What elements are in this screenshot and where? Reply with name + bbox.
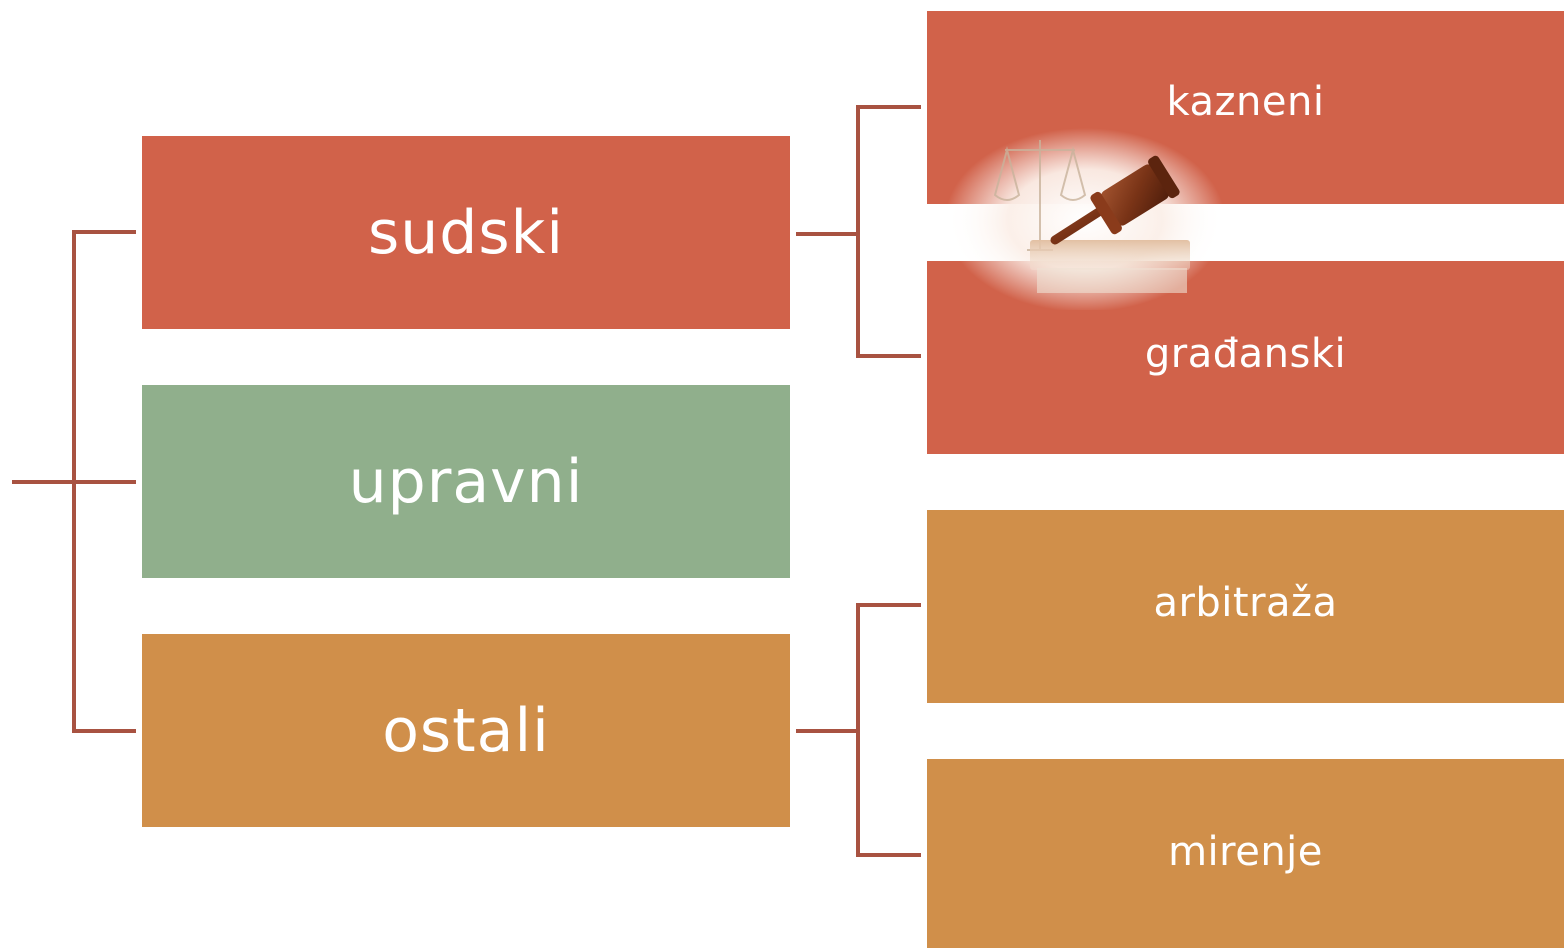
node-arbitraza: arbitraža bbox=[927, 510, 1564, 703]
node-arbitraza-label: arbitraža bbox=[1153, 580, 1338, 626]
node-sudski: sudski bbox=[142, 136, 790, 329]
node-ostali-label: ostali bbox=[382, 695, 550, 766]
node-gradjanski-label: građanski bbox=[1144, 331, 1347, 377]
node-sudski-label: sudski bbox=[367, 197, 565, 268]
node-upravni: upravni bbox=[142, 385, 790, 578]
node-ostali: ostali bbox=[142, 634, 790, 827]
node-kazneni-label: kazneni bbox=[1166, 79, 1325, 125]
gavel-icon bbox=[945, 128, 1225, 310]
node-mirenje-label: mirenje bbox=[1168, 829, 1323, 875]
node-upravni-label: upravni bbox=[348, 446, 584, 517]
node-mirenje: mirenje bbox=[927, 759, 1564, 948]
